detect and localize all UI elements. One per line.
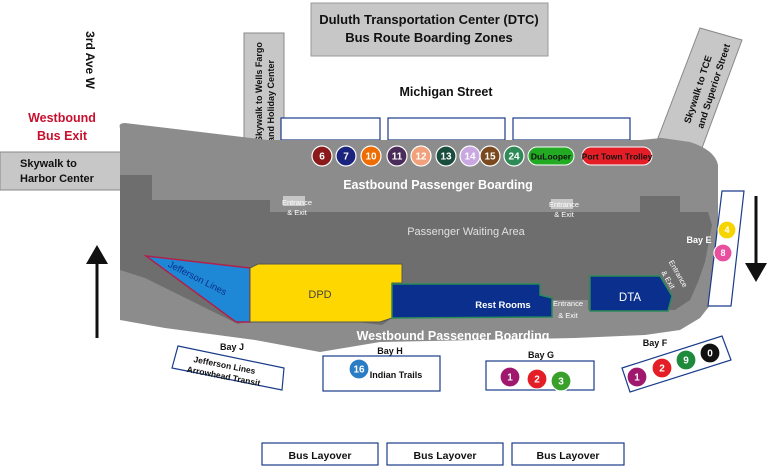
eastbound-pill-1-label: Port Town Trolley [582,152,653,162]
eastbound-route-15-label: 15 [484,152,496,163]
dpd-area [249,263,403,323]
bay-f-route-9-label: 9 [683,356,689,367]
eastbound-pills: DuLooper Port Town Trolley [527,146,653,166]
bay-e-route-4-icon [717,220,737,240]
bay-g-label: Bay G [528,350,554,360]
eastbound-pill-1 [581,146,653,166]
bay-g-routes: 1 2 3 [499,366,572,392]
bay-g-route-3-label: 3 [558,377,564,388]
bay-h-routes: 16 [348,358,370,380]
bay-h-zone [322,355,441,392]
eastbound-zone-2 [387,117,506,141]
title-line1: Duluth Transportation Center (DTC) [319,12,539,27]
entrance-marker-1 [283,196,305,206]
eastbound-route-24-icon [503,145,525,167]
bay-e-label: Bay E [686,235,711,245]
eastbound-pill-0 [527,146,575,166]
bus-layover-2 [386,442,504,466]
dpd-label: DPD [308,289,331,301]
eastbound-route-6-icon [311,145,333,167]
entrance-marker-2 [551,199,573,209]
restrooms-label: Rest Rooms [475,300,530,311]
eastbound-pill-0-label: DuLooper [531,152,572,162]
bay-f-route-9-icon [675,349,697,371]
eastbound-route-24-label: 24 [508,152,520,163]
bay-e-route-8-label: 8 [720,248,725,258]
bus-layover-3-label: Bus Layover [536,450,599,462]
eastbound-route-15-icon [479,145,501,167]
bay-g-route-1-label: 1 [507,373,513,384]
bay-h-route-16-icon [348,358,370,380]
skywalk-harbor-center [0,151,123,191]
westbound-exit-line2: Bus Exit [37,129,88,143]
bus-layover-1-label: Bus Layover [288,450,351,462]
entrance-2-line1: Entrance [549,200,579,209]
bay-f-route-1-label: 1 [634,373,640,384]
bay-g-route-2-icon [526,368,548,390]
title-box [310,2,549,57]
eastbound-route-14-label: 14 [464,152,476,163]
bay-h-route-16-label: 16 [353,365,365,376]
bay-j-zone [171,345,285,391]
bay-f-route-2-icon [651,357,673,379]
bay-f-route-0-label: 0 [707,349,713,360]
westbound-exit-line1: Westbound [28,111,96,125]
bay-e-route-4-label: 4 [724,225,729,235]
skywalk-harbor-line1: Skywalk to [20,158,77,170]
skywalk-wells-fargo [243,32,285,146]
eastbound-route-12-label: 12 [415,152,427,163]
eastbound-route-7-icon [335,145,357,167]
bay-f-route-2-label: 2 [659,364,665,375]
entrance-1-line2: & Exit [287,208,308,217]
westbound-boarding-label: Westbound Passenger Boarding [357,329,550,343]
entrance-1-line1: Entrance [282,198,312,207]
bay-f-route-1-icon [626,366,648,388]
eastbound-route-12-icon [410,145,432,167]
waiting-area-label: Passenger Waiting Area [407,226,525,238]
bay-e-routes: 48 [713,220,737,263]
skywalk-harbor-line2: Harbor Center [20,173,95,185]
third-ave-label: 3rd Ave W [83,31,97,89]
eastbound-route-6-label: 6 [319,152,325,163]
bay-f-routes: 1 2 9 0 [626,342,721,388]
bay-g-route-1-icon [499,366,521,388]
bus-layover-1 [261,442,379,466]
entrance-3-line1: Entrance [553,299,583,308]
entrance-2-line2: & Exit [554,210,575,219]
bay-g-route-2-label: 2 [534,375,540,386]
eastbound-zone-3 [512,117,631,141]
restrooms-area [391,283,553,319]
eastbound-routes: 6 7 10 11 12 13 14 15 24 [311,145,525,167]
bay-f-route-0-icon [699,342,721,364]
skywalk-wells-line1: Skywalk to Wells Fargo [254,42,264,142]
bay-e-route-8-icon [713,243,733,263]
eastbound-zone-1 [280,117,381,141]
michigan-street-label: Michigan Street [399,85,493,99]
dta-area [589,275,673,312]
eastbound-route-10-icon [360,145,382,167]
down-arrow-icon [745,263,767,282]
skywalk-wells-line2: and Holiday Center [266,59,276,142]
bay-j-label: Bay J [220,342,244,352]
eastbound-route-10-label: 10 [365,152,377,163]
eastbound-route-7-label: 7 [343,152,349,163]
eastbound-route-11-label: 11 [392,152,403,163]
bus-layover-3 [511,442,625,466]
bay-g-route-3-icon [550,370,572,392]
eastbound-route-11-icon [386,145,408,167]
eastbound-boarding-label: Eastbound Passenger Boarding [343,178,533,192]
eastbound-route-13-label: 13 [440,152,452,163]
entrance-3-line2: & Exit [558,311,579,320]
bus-layover-2-label: Bus Layover [413,450,476,462]
title-line2: Bus Route Boarding Zones [345,30,513,45]
eastbound-route-13-icon [435,145,457,167]
up-arrow-icon [86,245,108,264]
indian-trails-label: Indian Trails [370,370,423,380]
bay-h-label: Bay H [377,346,403,356]
dta-label: DTA [619,292,641,304]
bay-f-label: Bay F [643,338,668,348]
